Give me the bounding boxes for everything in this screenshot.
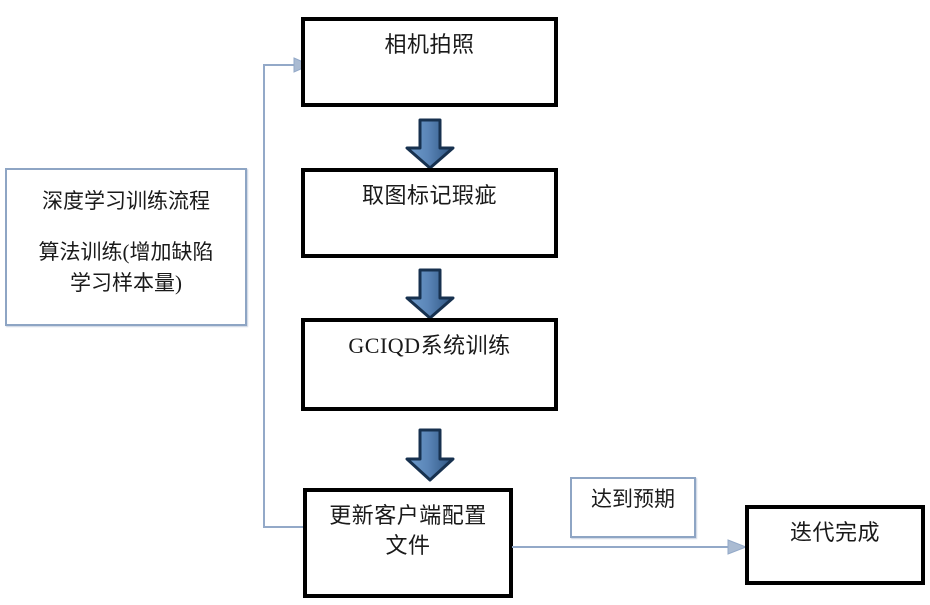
- label-expect-text: 达到预期: [591, 487, 675, 511]
- node-train[interactable]: GCIQD系统训练: [301, 318, 558, 411]
- node-camera-label: 相机拍照: [384, 32, 475, 57]
- edge-update-to-camera: [263, 57, 312, 528]
- edge-update-to-done: [512, 539, 748, 555]
- node-done[interactable]: 迭代完成: [745, 505, 925, 585]
- node-update-label: 更新客户端配置 文件: [329, 503, 487, 558]
- node-done-label: 迭代完成: [789, 520, 880, 545]
- node-camera[interactable]: 相机拍照: [301, 17, 558, 107]
- legend-line-3: 学习样本量): [70, 271, 182, 295]
- legend-line-1: 深度学习训练流程: [42, 189, 210, 213]
- node-mark-label: 取图标记瑕疵: [361, 183, 497, 208]
- edge-mark-to-train: [405, 268, 455, 320]
- node-mark[interactable]: 取图标记瑕疵: [301, 168, 558, 258]
- edge-camera-to-mark: [405, 118, 455, 170]
- edge-train-to-update: [405, 428, 455, 482]
- label-expect: 达到预期: [570, 477, 696, 538]
- legend-line-2: 算法训练(增加缺陷: [38, 240, 214, 264]
- node-update[interactable]: 更新客户端配置 文件: [303, 488, 513, 598]
- legend-box: 深度学习训练流程 算法训练(增加缺陷 学习样本量): [5, 168, 247, 326]
- node-train-label: GCIQD系统训练: [348, 333, 511, 358]
